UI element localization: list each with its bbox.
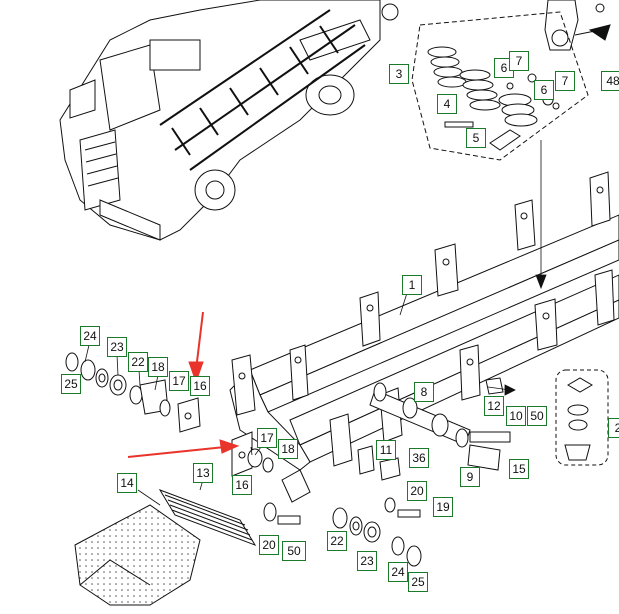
callout-9: 9 bbox=[460, 467, 480, 487]
spring-detail-box bbox=[411, 11, 589, 161]
callout-36: 36 bbox=[409, 448, 429, 468]
callout-20b: 20 bbox=[259, 535, 279, 555]
spring-parts bbox=[427, 46, 560, 151]
mounting-plates bbox=[177, 397, 274, 477]
callout-25b: 25 bbox=[408, 572, 428, 592]
callout-7a: 7 bbox=[509, 51, 529, 71]
rubber-pad bbox=[74, 504, 201, 606]
callout-10: 10 bbox=[506, 406, 526, 426]
callout-16b: 16 bbox=[232, 475, 252, 495]
callout-50a: 50 bbox=[527, 406, 547, 426]
red-arrows bbox=[127, 311, 240, 458]
callout-11: 11 bbox=[376, 440, 396, 460]
callout-4: 4 bbox=[437, 94, 457, 114]
callout-12: 12 bbox=[484, 396, 504, 416]
callout-5: 5 bbox=[466, 128, 486, 148]
rubber-pad-edge bbox=[79, 559, 151, 586]
callout-20a: 20 bbox=[407, 481, 427, 501]
callout-2: 2 bbox=[608, 418, 619, 438]
callout-17b: 17 bbox=[257, 428, 277, 448]
callout-16a: 16 bbox=[190, 376, 210, 396]
machine-overview bbox=[59, 0, 399, 241]
callout-7b: 7 bbox=[555, 71, 575, 91]
callout-24b: 24 bbox=[388, 562, 408, 582]
callout-23a: 23 bbox=[107, 337, 127, 357]
callout-18b: 18 bbox=[278, 439, 298, 459]
callout-14: 14 bbox=[117, 473, 137, 493]
callout-3: 3 bbox=[389, 64, 409, 84]
callout-22a: 22 bbox=[128, 352, 148, 372]
detail-top-right bbox=[544, 0, 611, 51]
callout-23b: 23 bbox=[357, 551, 377, 571]
callout-17a: 17 bbox=[169, 371, 189, 391]
callout-6b: 6 bbox=[534, 80, 554, 100]
shaft-parts bbox=[369, 377, 511, 471]
callout-13: 13 bbox=[193, 463, 213, 483]
callout-15: 15 bbox=[509, 459, 529, 479]
callout-22b: 22 bbox=[327, 531, 347, 551]
rubber-mount bbox=[555, 369, 609, 466]
callout-8: 8 bbox=[414, 382, 434, 402]
callout-25a: 25 bbox=[61, 374, 81, 394]
callout-50b: 50 bbox=[282, 541, 306, 561]
belt bbox=[158, 489, 257, 546]
callout-18a: 18 bbox=[148, 357, 168, 377]
callout-19: 19 bbox=[433, 497, 453, 517]
callout-1: 1 bbox=[402, 275, 422, 295]
callout-48: 48 bbox=[601, 71, 619, 91]
callout-24a: 24 bbox=[80, 326, 100, 346]
